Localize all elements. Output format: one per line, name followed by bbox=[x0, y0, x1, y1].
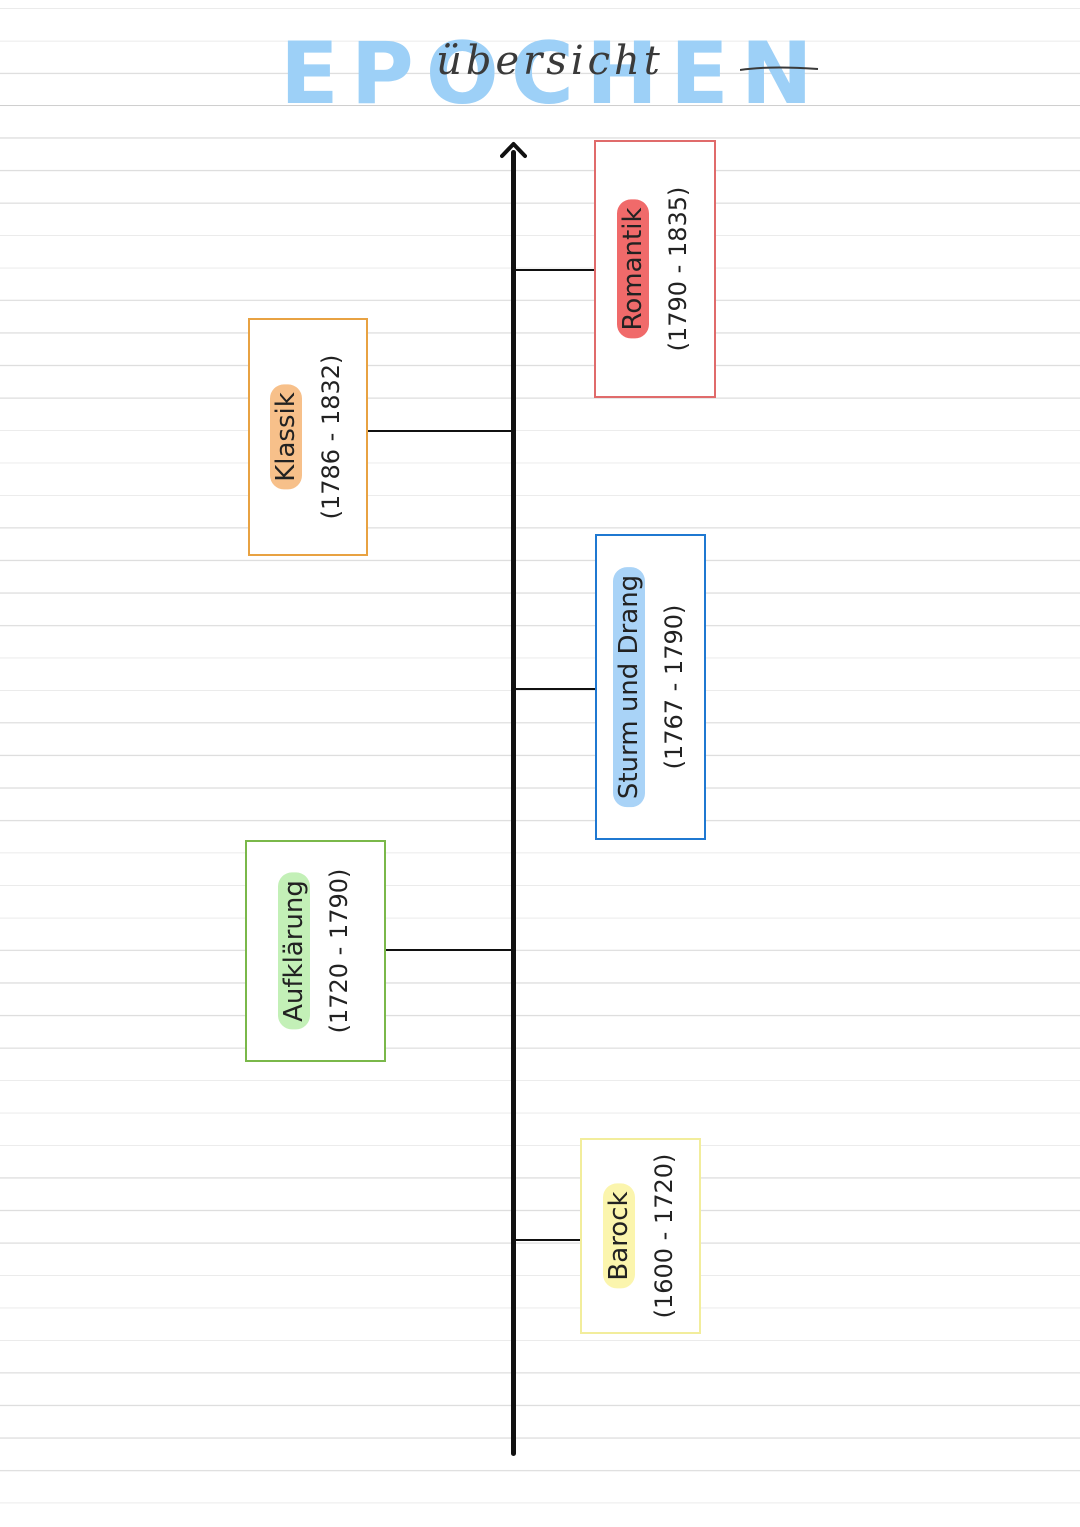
connector-aufklaerung bbox=[386, 949, 511, 951]
epoch-box-klassik: Klassik (1786 - 1832) bbox=[248, 318, 368, 556]
epoch-years-klassik: (1786 - 1832) bbox=[317, 354, 345, 520]
title-epochen: EPOCHEN bbox=[280, 24, 825, 124]
epoch-name-aufklaerung: Aufklärung bbox=[277, 872, 310, 1030]
timeline-axis bbox=[511, 150, 516, 1456]
connector-romantik bbox=[516, 269, 594, 271]
epoch-box-barock: Barock (1600 - 1720) bbox=[580, 1138, 701, 1334]
epoch-box-aufklaerung: Aufklärung (1720 - 1790) bbox=[245, 840, 386, 1062]
title-underline-swash bbox=[740, 66, 819, 71]
connector-barock bbox=[516, 1239, 580, 1241]
epoch-years-aufklaerung: (1720 - 1790) bbox=[324, 868, 353, 1034]
connector-klassik bbox=[368, 430, 511, 432]
timeline-arrow-icon bbox=[500, 142, 527, 158]
page-title: EPOCHEN übersicht bbox=[270, 20, 830, 120]
epoch-name-klassik: Klassik bbox=[270, 384, 302, 490]
page-top-rule bbox=[0, 105, 1080, 106]
epoch-name-romantik: Romantik bbox=[617, 199, 649, 339]
epoch-years-sturm-und-drang: (1767 - 1790) bbox=[659, 604, 688, 770]
title-uebersicht: übersicht bbox=[436, 38, 664, 84]
connector-sturm-und-drang bbox=[516, 688, 595, 690]
epoch-name-sturm-und-drang: Sturm und Drang bbox=[612, 566, 645, 808]
epoch-box-sturm-und-drang: Sturm und Drang (1767 - 1790) bbox=[595, 534, 706, 840]
epoch-years-barock: (1600 - 1720) bbox=[649, 1153, 678, 1319]
epoch-name-barock: Barock bbox=[602, 1183, 635, 1289]
epoch-box-romantik: Romantik (1790 - 1835) bbox=[594, 140, 716, 398]
epoch-years-romantik: (1790 - 1835) bbox=[664, 186, 692, 352]
